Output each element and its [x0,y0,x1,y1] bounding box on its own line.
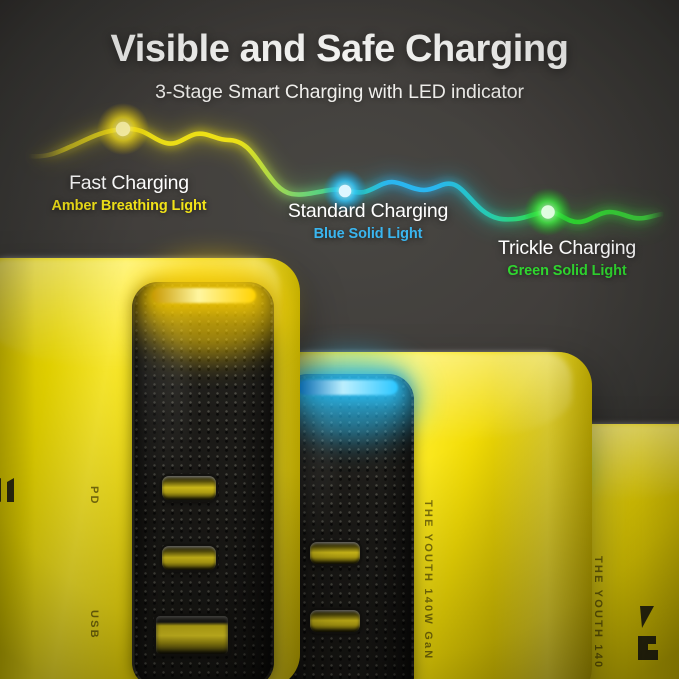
charger-middle-front-panel [282,374,414,679]
charger-left: PD USB [0,258,300,679]
header-block: Visible and Safe Charging 3-Stage Smart … [0,28,679,104]
charger-middle-model-text: THE YOUTH 140W GaN [422,500,434,661]
stage-title-trickle: Trickle Charging [497,237,637,259]
charger-left-port-usbc-1 [162,476,216,500]
charger-middle: THE YOUTH 140W GaN [262,352,592,679]
stage-subtitle-trickle: Green Solid Light [507,263,627,279]
page-title: Visible and Safe Charging [110,28,569,70]
charger-left-port-usba [156,616,228,654]
charging-waveform-chart [21,103,671,236]
charger-middle-port-usbc-2 [310,610,360,632]
charger-right-brand-logo [638,606,658,660]
waveform-path [25,126,667,225]
led-indicator-amber [152,288,256,303]
stage-label-standard: Standard Charging Blue Solid Light [248,200,488,242]
stage-label-trickle: Trickle Charging Green Solid Light [452,237,679,279]
charger-right-model-text: THE YOUTH 140 [592,556,604,670]
charger-left-port-usbc-2 [162,546,216,570]
stage-title-standard: Standard Charging [287,200,449,222]
stage-label-fast: Fast Charging Amber Breathing Light [24,172,234,214]
stage-subtitle-fast: Amber Breathing Light [51,198,207,214]
charger-left-side-label-pd: PD [88,486,100,506]
charger-left-side-label-usb: USB [88,610,100,640]
led-indicator-blue [298,380,398,395]
stage-title-fast: Fast Charging [69,172,189,194]
charger-middle-port-usbc-1 [310,542,360,564]
charger-left-brand-logo [0,478,14,502]
stage-subtitle-standard: Blue Solid Light [313,226,423,242]
page-subtitle: 3-Stage Smart Charging with LED indicato… [155,80,524,103]
